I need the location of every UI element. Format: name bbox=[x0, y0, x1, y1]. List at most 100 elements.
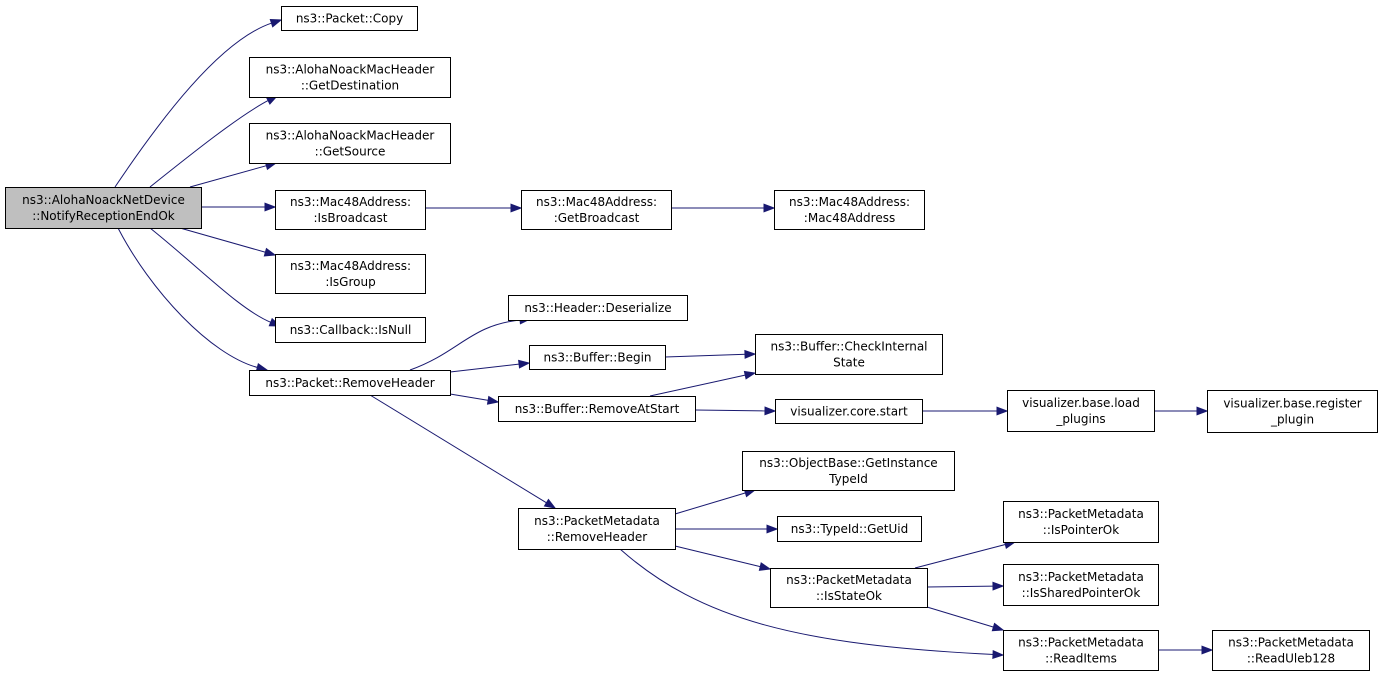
node-label: :IsBroadcast bbox=[314, 211, 388, 225]
node-label: ns3::Packet::Copy bbox=[296, 12, 403, 26]
edge-line bbox=[674, 545, 762, 568]
node-deser[interactable]: ns3::Header::Deserialize bbox=[508, 295, 688, 321]
edge-readitems-to-readuleb bbox=[1158, 645, 1214, 655]
node-box[interactable] bbox=[1007, 390, 1155, 432]
edge-line bbox=[694, 409, 767, 412]
node-box[interactable] bbox=[498, 396, 696, 422]
arrow-head-icon bbox=[744, 349, 757, 359]
arrow-head-icon bbox=[1201, 645, 1214, 655]
node-label: ns3::Mac48Address: bbox=[536, 195, 657, 209]
edge-root-to-isgroup bbox=[179, 227, 277, 257]
node-box[interactable] bbox=[770, 568, 928, 608]
node-label: ns3::Packet::RemoveHeader bbox=[265, 376, 434, 390]
arrow-head-icon bbox=[269, 18, 283, 28]
node-getsrc[interactable]: ns3::AlohaNoackMacHeader::GetSource bbox=[249, 123, 451, 164]
node-label: _plugin bbox=[1270, 413, 1314, 427]
node-label: visualizer.core.start bbox=[790, 405, 908, 419]
node-box[interactable] bbox=[1003, 501, 1159, 543]
node-label: :GetBroadcast bbox=[554, 211, 640, 225]
node-rmheader[interactable]: ns3::Packet::RemoveHeader bbox=[249, 370, 451, 396]
node-label: ns3::PacketMetadata bbox=[534, 514, 660, 528]
node-pmrmheader[interactable]: ns3::PacketMetadata::RemoveHeader bbox=[518, 508, 676, 550]
node-box[interactable] bbox=[774, 190, 925, 230]
node-box[interactable] bbox=[249, 370, 451, 396]
edge-line bbox=[449, 393, 490, 402]
node-box[interactable] bbox=[1003, 630, 1159, 671]
edge-line bbox=[649, 374, 747, 397]
node-box[interactable] bbox=[1212, 630, 1370, 671]
node-box[interactable] bbox=[275, 190, 426, 230]
node-box[interactable] bbox=[275, 254, 426, 294]
node-isnull[interactable]: ns3::Callback::IsNull bbox=[275, 317, 426, 343]
node-rmatstart[interactable]: ns3::Buffer::RemoveAtStart bbox=[498, 396, 696, 422]
node-vload[interactable]: visualizer.base.load_plugins bbox=[1007, 390, 1155, 432]
edge-root-to-isbcast bbox=[201, 202, 277, 212]
node-isbcast[interactable]: ns3::Mac48Address::IsBroadcast bbox=[275, 190, 426, 230]
node-box[interactable] bbox=[508, 295, 688, 321]
edge-rmheader-to-begin bbox=[449, 359, 531, 373]
node-isgroup[interactable]: ns3::Mac48Address::IsGroup bbox=[275, 254, 426, 294]
node-mac48[interactable]: ns3::Mac48Address::Mac48Address bbox=[774, 190, 925, 230]
node-vreg[interactable]: visualizer.base.register_plugin bbox=[1207, 390, 1378, 433]
edge-rmheader-to-rmatstart bbox=[449, 393, 500, 405]
node-label: ::GetSource bbox=[315, 145, 386, 159]
node-getuid[interactable]: ns3::TypeId::GetUid bbox=[777, 516, 922, 542]
arrow-head-icon bbox=[991, 622, 1005, 632]
node-label: ns3::Buffer::CheckInternal bbox=[770, 340, 927, 354]
node-box[interactable] bbox=[518, 508, 676, 550]
edge-begin-to-checkint bbox=[664, 349, 757, 359]
edge-line bbox=[149, 227, 272, 324]
node-readitems[interactable]: ns3::PacketMetadata::ReadItems bbox=[1003, 630, 1159, 671]
node-box[interactable] bbox=[249, 123, 451, 164]
edge-root-to-rmheader bbox=[117, 227, 269, 372]
node-box[interactable] bbox=[249, 57, 451, 98]
edge-rmatstart-to-checkint bbox=[649, 370, 757, 397]
node-box[interactable] bbox=[281, 6, 418, 31]
node-readuleb[interactable]: ns3::PacketMetadata::ReadUleb128 bbox=[1212, 630, 1370, 671]
arrow-head-icon bbox=[996, 406, 1009, 416]
node-label: ns3::TypeId::GetUid bbox=[791, 522, 909, 536]
edge-line bbox=[189, 164, 268, 188]
edge-rmheader-to-pmrmheader bbox=[369, 394, 557, 509]
node-copy[interactable]: ns3::Packet::Copy bbox=[281, 6, 418, 31]
edge-pmrmheader-to-isstateok bbox=[674, 545, 772, 571]
node-box[interactable] bbox=[775, 399, 923, 424]
node-box[interactable] bbox=[5, 187, 202, 229]
node-getdest[interactable]: ns3::AlohaNoackMacHeader::GetDestination bbox=[249, 57, 451, 98]
node-box[interactable] bbox=[777, 516, 922, 542]
node-label: ns3::PacketMetadata bbox=[786, 573, 912, 587]
node-vstart[interactable]: visualizer.core.start bbox=[775, 399, 923, 424]
node-box[interactable] bbox=[521, 190, 672, 230]
node-box[interactable] bbox=[742, 451, 955, 491]
edge-line bbox=[369, 394, 548, 504]
node-isptrok[interactable]: ns3::PacketMetadata::IsPointerOk bbox=[1003, 501, 1159, 543]
edge-root-to-isnull bbox=[149, 227, 282, 327]
node-label: ns3::PacketMetadata bbox=[1018, 636, 1144, 650]
node-getbcast[interactable]: ns3::Mac48Address::GetBroadcast bbox=[521, 190, 672, 230]
node-isshptrok[interactable]: ns3::PacketMetadata::IsSharedPointerOk bbox=[1003, 564, 1159, 606]
node-box[interactable] bbox=[275, 317, 426, 343]
node-isstateok[interactable]: ns3::PacketMetadata::IsStateOk bbox=[770, 568, 928, 608]
node-label: ns3::PacketMetadata bbox=[1018, 570, 1144, 584]
node-box[interactable] bbox=[1207, 390, 1378, 433]
edge-vload-to-vreg bbox=[1154, 406, 1209, 416]
edge-line bbox=[914, 543, 1007, 569]
arrow-head-icon bbox=[518, 359, 531, 369]
node-box[interactable] bbox=[529, 345, 666, 370]
arrow-head-icon bbox=[743, 370, 757, 380]
node-label: ns3::AlohaNoackMacHeader bbox=[266, 129, 435, 143]
edge-line bbox=[117, 227, 259, 369]
node-label: ::RemoveHeader bbox=[547, 530, 648, 544]
edge-pmrmheader-to-objtype bbox=[674, 488, 757, 515]
node-label: ns3::Header::Deserialize bbox=[524, 301, 671, 315]
arrow-head-icon bbox=[264, 202, 277, 212]
node-begin[interactable]: ns3::Buffer::Begin bbox=[529, 345, 666, 370]
edge-line bbox=[926, 606, 995, 628]
edge-line bbox=[674, 492, 747, 515]
node-box[interactable] bbox=[1003, 564, 1159, 606]
node-box[interactable] bbox=[755, 334, 943, 375]
node-root[interactable]: ns3::AlohaNoackNetDevice::NotifyReceptio… bbox=[5, 187, 202, 229]
node-label: ns3::AlohaNoackNetDevice bbox=[22, 193, 185, 207]
